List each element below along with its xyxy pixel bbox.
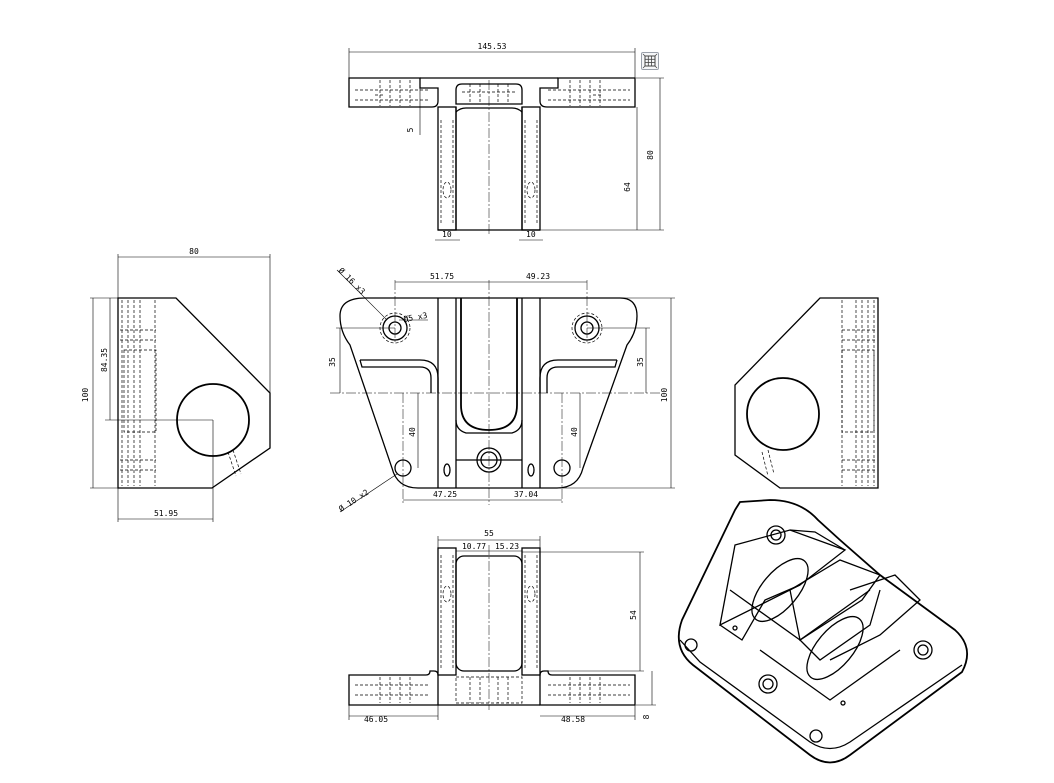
dim-top-step: 5 [406,127,415,132]
dim-bottom-right-flange: 48.58 [561,715,585,724]
bottom-view: 55 10.77 15.23 54 46.05 48.58 8 [348,529,656,724]
left-view: 80 100 84.35 51.95 [81,247,271,522]
dim-left-height: 100 [81,388,90,403]
dim-front-bottom-left: 47.25 [433,490,457,499]
dim-left-inner: 84.35 [100,348,109,372]
dim-front-hole-top: Ø 16 x3 [337,265,368,296]
dim-front-bottom-right: 37.04 [514,490,538,499]
dim-front-height: 100 [660,388,669,403]
dim-bottom-offset-right: 15.23 [495,542,519,551]
dim-front-left-40: 40 [408,427,417,437]
dim-left-offset: 51.95 [154,509,178,518]
dim-bottom-left-flange: 46.05 [364,715,388,724]
grid-fit-icon [642,53,658,69]
dim-top-height: 80 [646,150,655,160]
top-view: 145.53 80 64 5 10 10 [348,42,664,241]
dim-front-left-35: 35 [328,357,337,367]
dim-front-right-35: 35 [636,357,645,367]
dim-front-top-left: 51.75 [430,272,454,281]
dim-top-width: 145.53 [478,42,507,51]
dim-front-right-40: 40 [570,427,579,437]
dim-left-width: 80 [189,247,199,256]
isometric-view [677,499,969,764]
dim-front-counterbore: Ø5 x3 [403,310,429,324]
front-view: 51.75 49.23 Ø 16 x3 Ø5 x3 Ø 10 x2 35 35 … [328,265,675,514]
dim-top-right-wall: 10 [526,230,536,239]
right-view [734,297,879,489]
dim-bottom-flange-h: 8 [642,714,651,719]
dim-bottom-width: 55 [484,529,494,538]
dim-bottom-offset-left: 10.77 [462,542,486,551]
dim-top-inner: 64 [623,182,632,192]
dim-bottom-inner: 54 [629,610,638,620]
fit-view-button[interactable] [641,52,659,70]
dim-front-top-right: 49.23 [526,272,550,281]
dim-front-hole-bottom: Ø 10 x2 [337,487,371,514]
dim-top-left-wall: 10 [442,230,452,239]
